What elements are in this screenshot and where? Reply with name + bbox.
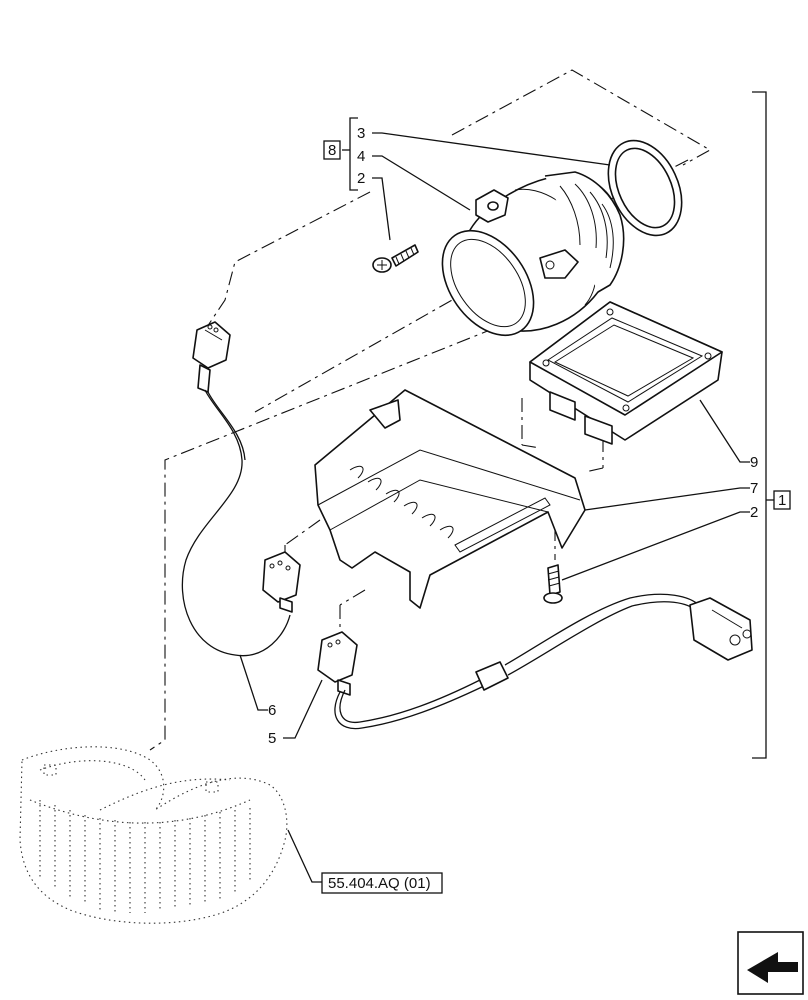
callout-1: 1 <box>778 492 786 509</box>
callout-5: 5 <box>268 730 276 747</box>
arrow-icon[interactable] <box>737 931 804 995</box>
leader-lines <box>239 91 774 883</box>
reference-link[interactable]: 55.404.AQ (01) <box>328 875 431 892</box>
harness-right <box>317 593 753 730</box>
callout-9: 9 <box>750 454 758 471</box>
callout-1-box <box>773 490 791 510</box>
callout-2-right: 2 <box>750 504 758 521</box>
callout-8: 8 <box>328 142 336 159</box>
callout-7: 7 <box>750 480 758 497</box>
callout-4: 4 <box>357 148 365 165</box>
callout-3: 3 <box>357 125 365 142</box>
reference-link-box[interactable] <box>321 872 443 894</box>
screw-top <box>372 244 419 273</box>
reference-lamp-ghost <box>19 746 288 924</box>
control-module <box>529 301 723 445</box>
callout-2-top: 2 <box>357 170 365 187</box>
callout-labels: 3 4 2 8 9 7 2 1 6 5 55.404.AQ (01) <box>268 125 791 894</box>
work-light <box>441 171 625 337</box>
harness-left <box>181 321 301 657</box>
callout-8-box <box>323 140 341 160</box>
callout-6: 6 <box>268 702 276 719</box>
lamp-lens-lines <box>39 800 251 913</box>
bracket-vent-slots <box>349 465 454 539</box>
seal-ring <box>607 139 683 237</box>
mounting-bracket <box>314 389 586 609</box>
screw-right <box>543 564 563 604</box>
